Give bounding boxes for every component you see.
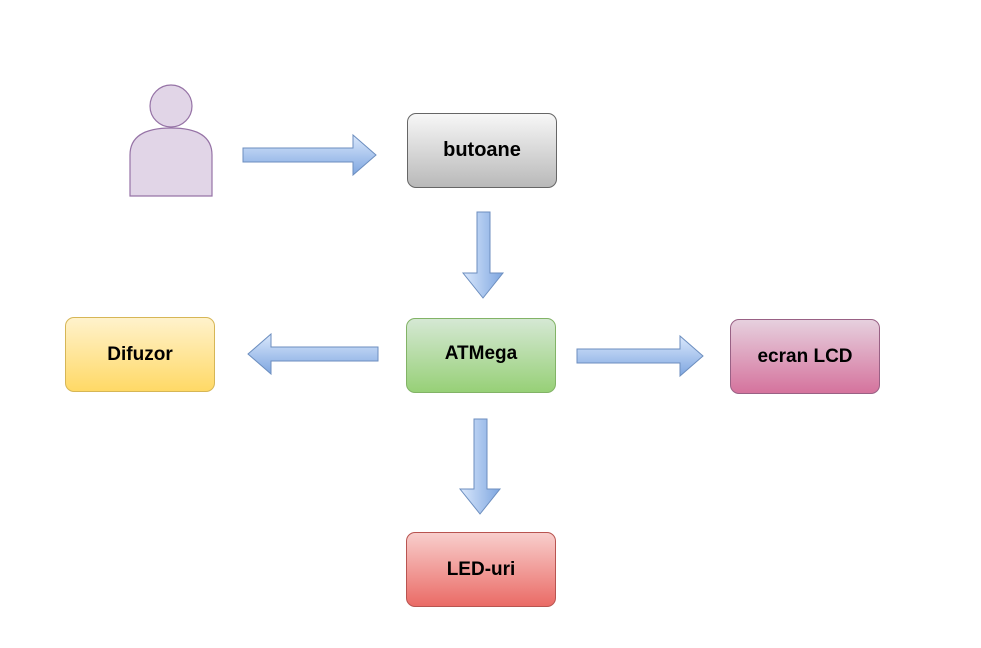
- node-atmega-label: ATMega: [444, 342, 518, 364]
- arrow-user-to-butoane: [242, 133, 377, 177]
- node-difuzor: Difuzor: [65, 317, 215, 392]
- node-leduri: LED-uri: [406, 532, 556, 607]
- node-butoane-label: butoane: [443, 139, 521, 161]
- node-atmega: ATMega: [406, 318, 556, 393]
- node-butoane: butoane: [407, 113, 557, 188]
- arrow-atmega-to-ecran-lcd: [576, 334, 704, 378]
- arrow-butoane-to-atmega: [461, 211, 505, 299]
- user-icon: [129, 84, 213, 197]
- arrow-atmega-to-difuzor: [247, 332, 379, 376]
- node-ecran-lcd: ecran LCD: [730, 319, 880, 394]
- arrow-atmega-to-leduri: [458, 418, 502, 515]
- node-leduri-label: LED-uri: [446, 558, 516, 580]
- node-difuzor-label: Difuzor: [107, 343, 173, 365]
- node-ecran-lcd-label: ecran LCD: [757, 345, 853, 367]
